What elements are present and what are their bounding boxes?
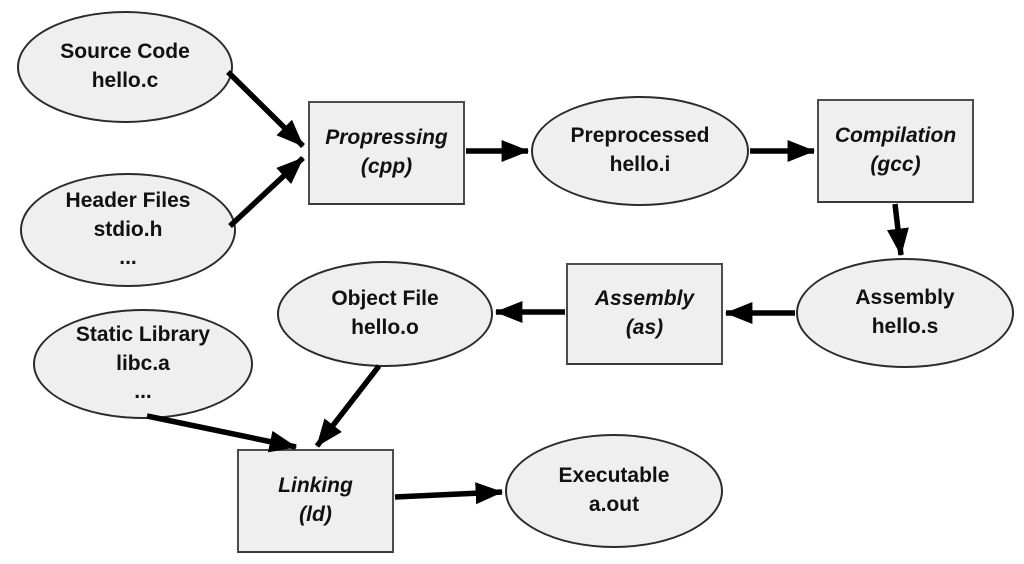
node-header-files: Header Files stdio.h ...	[20, 173, 236, 287]
node-label-line: hello.c	[91, 69, 159, 92]
node-assembler: Assembly (as)	[566, 263, 723, 365]
node-label-line: Propressing	[325, 126, 448, 150]
node-label-line: Linking	[278, 474, 353, 498]
node-label-line: hello.o	[351, 316, 419, 339]
node-label-line: Assembly	[855, 286, 955, 310]
arrow-source-code-to-preprocessing	[226, 70, 305, 148]
node-label-line: Source Code	[60, 40, 190, 64]
node-label-line: Preprocessed	[570, 124, 710, 148]
node-label-line: stdio.h	[93, 217, 163, 241]
node-compilation: Compilation (gcc)	[817, 99, 974, 203]
node-label-line: Assembly	[594, 287, 695, 311]
node-label-line: libc.a	[116, 351, 170, 375]
node-label-line: Static Library	[75, 322, 211, 346]
node-label-line: (as)	[625, 316, 664, 339]
node-linking: Linking (ld)	[237, 449, 394, 553]
node-label-line: a.out	[588, 493, 640, 516]
node-label-line: Object File	[331, 287, 439, 311]
node-label-line: Header Files	[65, 188, 191, 212]
node-label-line: Compilation	[834, 124, 957, 148]
node-label-line: ...	[119, 246, 137, 270]
node-executable: Executable a.out	[505, 434, 723, 548]
node-label-line: hello.i	[609, 153, 671, 176]
node-static-library: Static Library libc.a ...	[33, 309, 253, 419]
node-preprocessing: Propressing (cpp)	[308, 101, 465, 205]
arrow-header-files-to-preprocessing	[228, 155, 305, 229]
node-label-line: Executable	[558, 464, 670, 488]
arrow-compilation-to-assembly-source	[886, 203, 909, 257]
node-assembly-source: Assembly hello.s	[796, 258, 1014, 368]
node-object-file: Object File hello.o	[277, 261, 493, 367]
arrow-object-file-to-linking	[314, 364, 382, 448]
arrow-linking-to-executable	[394, 482, 504, 505]
arrow-static-library-to-linking	[146, 413, 298, 453]
node-label-line: (gcc)	[870, 153, 921, 176]
node-preprocessed: Preprocessed hello.i	[531, 96, 749, 206]
node-source-code: Source Code hello.c	[17, 11, 233, 123]
node-label-line: ...	[134, 380, 152, 404]
node-label-line: (cpp)	[360, 155, 413, 178]
node-label-line: hello.s	[871, 315, 939, 338]
node-label-line: (ld)	[299, 503, 332, 526]
